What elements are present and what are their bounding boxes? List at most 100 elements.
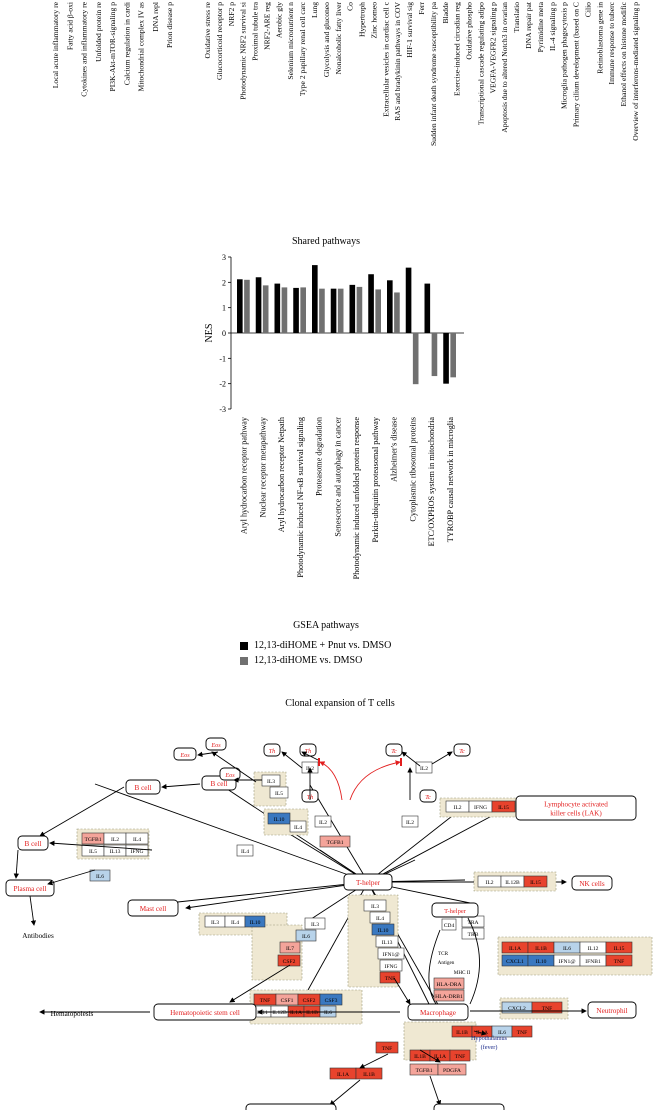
cell-label: Tc (459, 748, 465, 755)
cell-label: B cell (25, 840, 42, 848)
gene-label: IL15 (530, 880, 541, 886)
gene-box (314, 815, 332, 828)
gene-label: IL12B (505, 880, 520, 886)
connector (319, 761, 343, 801)
gene-label: IL10 (250, 920, 261, 926)
gene-label: CSF3 (325, 998, 338, 1004)
cell-node (125, 779, 161, 795)
gene-label: IL10 (378, 928, 389, 934)
top-pathway-label: Aerobic gly (274, 2, 283, 38)
bar (255, 277, 262, 333)
connector (401, 751, 421, 767)
bar (394, 292, 400, 333)
gene-box (304, 917, 326, 930)
top-pathway-label: Zinc homeo (369, 2, 378, 39)
top-pathway-label: Primary cilium development (based on C (572, 2, 581, 127)
gene-label: IL12 (588, 946, 599, 952)
top-pathway-label: Translatio (512, 2, 521, 33)
chart-title: Shared pathways (292, 236, 360, 247)
inhibit-bar (400, 758, 402, 766)
top-pathway-label: Proximal tubule tra (251, 1, 260, 60)
top-pathway-label: Type 2 papillary renal cell carc (298, 1, 307, 96)
top-pathway-label: Nonalcoholic fatty liver (334, 2, 343, 75)
x-tick-label: TYROBP causal network in microglia (446, 417, 455, 543)
pathway-title: Clonal expansion of T cells (285, 698, 395, 709)
cell-node-cropped (245, 1103, 337, 1110)
gene-box (605, 941, 633, 954)
gene-label: IL6 (96, 874, 104, 880)
gene-label: TNF (260, 998, 271, 1004)
cell-node (431, 902, 479, 918)
top-pathway-label: Extracellular vesicles in cardiac cell c (381, 1, 390, 117)
cell-label: T-helper (444, 908, 467, 915)
gene-label: PDGFA (443, 1068, 461, 1074)
top-pathway-label: NRF2-ARE reg (262, 2, 271, 50)
bar (319, 288, 325, 333)
top-pathway-label: Calcium regulation in cardi (122, 2, 131, 85)
top-pathway-label: Unfolded protein re (94, 1, 103, 62)
cell-label: Macrophage (420, 1009, 456, 1017)
top-pathway-label: Prion disease p (165, 2, 174, 48)
cell-node (173, 747, 197, 761)
top-pathway-label: Mitochondrial complex IV as (137, 2, 146, 92)
chart-bars (237, 265, 456, 385)
bar (312, 265, 318, 333)
cell-node (515, 795, 637, 821)
connector (39, 786, 125, 837)
connector (29, 895, 37, 926)
gene-label: IL1B (456, 1030, 468, 1036)
gene-label: IFNG (474, 805, 487, 811)
bar (412, 333, 419, 385)
hypothalamus-label: Hypothalamus (471, 1035, 508, 1042)
gene-label: IL5 (275, 791, 283, 797)
gene-label: IL6 (302, 934, 310, 940)
antibodies-label: Antibodies (22, 932, 54, 940)
cell-label: Th (305, 748, 312, 755)
gene-box (437, 1063, 467, 1076)
connector (419, 1049, 441, 1063)
gene-label: CD4 (444, 923, 455, 929)
connector (94, 783, 369, 883)
bar (337, 288, 344, 333)
gene-box (401, 815, 419, 828)
cell-node (127, 899, 179, 917)
cell-label: Mast cell (140, 905, 167, 913)
x-tick-label: Photodynamic induced NF-κB survival sign… (296, 417, 305, 578)
gene-label: CSF1 (281, 998, 294, 1004)
gene-box (319, 1005, 337, 1018)
legend-item-series-1: 12,13-diHOME + Pnut vs. DMSO (240, 640, 391, 651)
inhibit-bar (318, 758, 320, 766)
connector (229, 964, 291, 1003)
gene-label: IL15 (498, 805, 509, 811)
bar (237, 279, 243, 333)
gene-label: CSF2 (303, 998, 316, 1004)
bar (405, 267, 412, 333)
gene-label: TRB (468, 932, 479, 938)
gene-box (511, 1025, 533, 1038)
gene-label: CXCL2 (508, 1006, 526, 1012)
top-pathway-label: Co (346, 2, 355, 11)
cell-label: Hematopoietic stem cell (170, 1009, 240, 1017)
top-pathway-label: Overview of interferons-mediated signali… (631, 2, 640, 141)
gene-label: IL1A (337, 1072, 349, 1078)
top-pathway-label: Local acute inflammatory re (51, 1, 60, 88)
cell-node (343, 873, 393, 891)
hematopoiesis-label: Hematopoiesis (51, 1010, 94, 1018)
cell-label: Neutrophil (596, 1007, 627, 1015)
x-tick-label: Senescence and autophagy in cancer (333, 417, 342, 537)
cell-node (407, 1003, 469, 1021)
cell-label: Th (269, 748, 276, 755)
top-pathway-label: Glucocorticoid receptor p (215, 2, 224, 80)
gene-label: IL13 (110, 849, 121, 855)
gene-label: IL1A (290, 1010, 302, 1016)
gene-label: IFNB1 (585, 959, 601, 965)
cell-node (263, 743, 281, 757)
top-pathway-label: Microglia pathogen phagocytosis p (560, 2, 569, 109)
gene-label: TGFB1 (415, 1068, 432, 1074)
top-pathway-label: VEGFA-VEGFR2 signaling p (488, 2, 497, 94)
chart-ylabel: NES (204, 324, 215, 343)
gene-label: IL4 (133, 837, 141, 843)
top-pathway-label: Oxidative stress re (203, 1, 212, 58)
connector (467, 917, 480, 1005)
cell-node (419, 789, 437, 803)
